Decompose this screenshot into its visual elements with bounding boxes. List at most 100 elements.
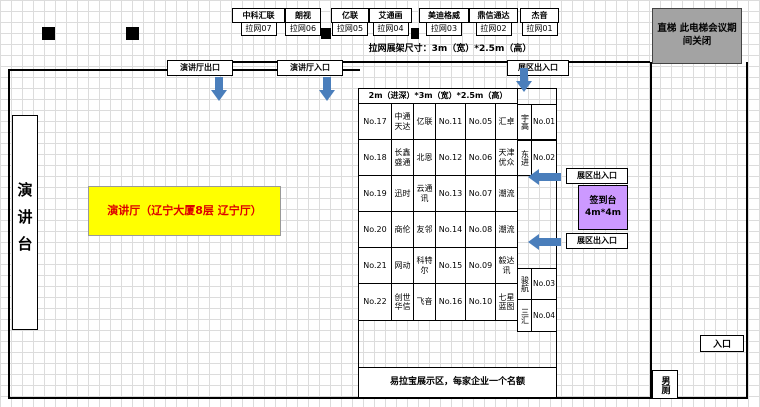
booth-number: No.17 xyxy=(359,104,392,140)
wall-left xyxy=(8,69,10,399)
banner-stand-name: 杰音 xyxy=(520,8,559,23)
booth-number: No.10 xyxy=(466,284,496,320)
exhibitor-name: 毅达讯 xyxy=(496,248,517,284)
pillar xyxy=(411,28,419,39)
banner-stand-code: 拉网05 xyxy=(332,22,368,36)
banner-stand-code: 拉网04 xyxy=(372,22,409,36)
exhibitor-name: 汇卓 xyxy=(496,104,517,140)
banner-stand: 美迪格威 拉网03 xyxy=(419,8,469,36)
arrow-head xyxy=(528,234,539,250)
exhibitor-name: 潮流 xyxy=(496,176,517,212)
stage-box: 演讲台 xyxy=(12,115,38,330)
exhibitor-name: 北恩 xyxy=(414,140,436,176)
exhibitor-name: 友邻 xyxy=(414,212,436,248)
exhibitor-name: 飞音 xyxy=(414,284,436,320)
booth-grid: 2m（进深）*3m（宽）*2.5m（高） No.17 中通天达 亿联 No.11… xyxy=(358,88,518,321)
signin-desk: 签到台 4m*4m xyxy=(578,185,628,230)
banner-stand: 朗视 拉网06 xyxy=(285,8,321,36)
pillar xyxy=(42,27,55,40)
booth-right: 三汇 No.04 xyxy=(517,299,557,332)
booth-number: No.06 xyxy=(466,140,496,176)
exhibitor-name: 迅时 xyxy=(392,176,414,212)
booth-number: No.02 xyxy=(533,153,555,163)
zone-door-right-upper-label: 展区出入口 xyxy=(566,168,628,184)
wall-banner-right xyxy=(534,61,650,63)
booth-number: No.01 xyxy=(533,117,555,127)
banner-stand-code: 拉网01 xyxy=(521,22,558,36)
banner-stand: 中科汇联 拉网07 xyxy=(232,8,285,36)
wall-bottom xyxy=(8,397,748,399)
toilet-label: 男厕 xyxy=(652,370,678,399)
exhibitor-name: 商伦 xyxy=(392,212,414,248)
banner-stand-code: 拉网07 xyxy=(240,22,277,36)
exhibitor-name: 三汇 xyxy=(518,300,532,331)
banner-stand: 鼎信通达 拉网02 xyxy=(469,8,518,36)
exhibitor-name: 网动 xyxy=(392,248,414,284)
arrow-down-icon xyxy=(211,77,227,101)
elevator-box: 直梯 此电梯会议期间关闭 xyxy=(652,8,742,64)
banner-stand-name: 亿联 xyxy=(331,8,369,23)
entrance-label: 入口 xyxy=(700,335,744,352)
booth-number: No.16 xyxy=(436,284,466,320)
exhibitor-name: 云通讯 xyxy=(414,176,436,212)
banner-stand: 杰音 拉网01 xyxy=(520,8,559,36)
booth-size-header: 2m（进深）*3m（宽）*2.5m（高） xyxy=(359,89,517,104)
booth-number: No.09 xyxy=(466,248,496,284)
exhibitor-name: 亿联 xyxy=(414,104,436,140)
hall-exit-label: 演讲厅出口 xyxy=(167,60,233,76)
arrow-shaft xyxy=(539,173,561,181)
booth-number: No.07 xyxy=(466,176,496,212)
zone-door-right-lower-label: 展区出入口 xyxy=(566,233,628,249)
exhibitor-name: 骏航 xyxy=(518,269,532,299)
banner-stand-code: 拉网02 xyxy=(475,22,512,36)
exhibitor-name: 宇高 xyxy=(518,105,532,139)
wall-hall-top-1 xyxy=(8,69,206,71)
banner-stand-name: 中科汇联 xyxy=(232,8,285,23)
booth-number: No.20 xyxy=(359,212,392,248)
hall-entrance-label: 演讲厅入口 xyxy=(277,60,343,76)
arrow-shaft xyxy=(323,77,331,90)
exhibitor-name: 七星蓝图 xyxy=(498,292,515,311)
booth-number: No.21 xyxy=(359,248,392,284)
arrow-head xyxy=(516,81,532,92)
pillar xyxy=(321,28,331,39)
banner-display-zone: 易拉宝展示区，每家企业一个名额 xyxy=(358,367,557,398)
arrow-shaft xyxy=(215,77,223,90)
wall-right xyxy=(746,62,748,399)
arrow-shaft xyxy=(539,238,561,246)
banner-stand-name: 朗视 xyxy=(285,8,321,23)
booth-number: No.15 xyxy=(436,248,466,284)
wall-corridor xyxy=(650,62,652,399)
exhibitor-name: 天津优众 xyxy=(496,140,517,176)
arrow-shaft xyxy=(520,68,528,81)
exhibitor-name: 中通天达 xyxy=(392,104,414,140)
wall-banner-left xyxy=(230,61,514,63)
banner-size-note: 拉网展架尺寸：3m（宽）*2.5m（高） xyxy=(368,44,532,54)
arrow-down-icon xyxy=(319,77,335,101)
booth-right: 骏航 No.03 xyxy=(517,268,557,300)
booth-number: No.08 xyxy=(466,212,496,248)
booth-right: 宇高 No.01 xyxy=(517,104,557,140)
booth-number: No.18 xyxy=(359,140,392,176)
signin-label: 签到台 xyxy=(589,195,617,206)
booth-number: No.13 xyxy=(436,176,466,212)
booth-number: No.05 xyxy=(466,104,496,140)
banner-stand-name: 美迪格威 xyxy=(419,8,469,23)
arrow-head xyxy=(211,90,227,101)
exhibitor-name: 创世华信 xyxy=(392,284,414,320)
booth-number: No.04 xyxy=(533,310,555,320)
banner-stand-code: 拉网03 xyxy=(426,22,462,36)
signin-size: 4m*4m xyxy=(585,207,621,218)
arrow-down-icon xyxy=(516,68,532,92)
exhibitor-name: 东进 xyxy=(518,141,532,175)
booth-number: No.22 xyxy=(359,284,392,320)
banner-stand-name: 鼎信通达 xyxy=(469,8,518,23)
banner-stand: 艾通画 拉网04 xyxy=(369,8,412,36)
lecture-hall-label: 演讲厅（辽宁大厦8层 辽宁厅） xyxy=(88,186,281,236)
exhibitor-name: 潮流 xyxy=(496,212,517,248)
booth-number: No.14 xyxy=(436,212,466,248)
booth-number: No.11 xyxy=(436,104,466,140)
exhibitor-name: 科特尔 xyxy=(414,248,436,284)
wall-hall-top-3 xyxy=(340,69,360,71)
